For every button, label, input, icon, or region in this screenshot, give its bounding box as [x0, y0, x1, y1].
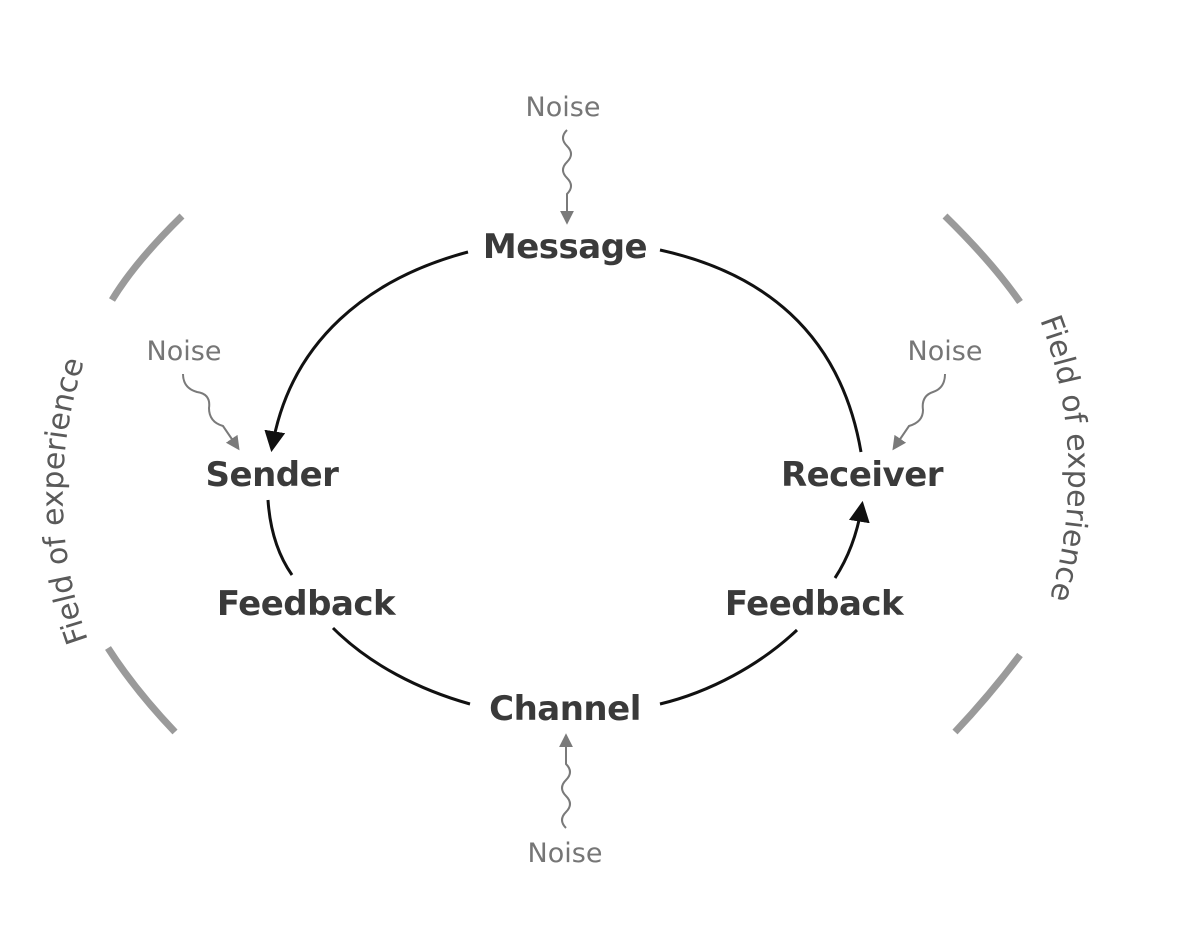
node-feedback-right: Feedback: [725, 584, 905, 624]
node-channel: Channel: [489, 689, 641, 729]
noise-arrow-bottom: [559, 733, 573, 829]
field-of-experience-left: Field of experience: [36, 213, 185, 735]
noise-label-left: Noise: [147, 336, 222, 367]
noise-top: Noise: [526, 92, 601, 225]
field-of-experience-right: Field of experience: [942, 213, 1096, 735]
noise-arrow-top: [560, 129, 574, 225]
flow-receiver-to-message: [659, 248, 863, 453]
field-arc-right-top: [942, 213, 1023, 305]
node-feedback-left: Feedback: [217, 584, 397, 624]
noise-label-bottom: Noise: [528, 838, 603, 869]
field-arc-left-top: [109, 213, 185, 302]
field-arc-right-bottom: [952, 652, 1023, 735]
node-message: Message: [483, 227, 647, 267]
noise-left: Noise: [147, 336, 240, 451]
flow-feedback-to-receiver: [833, 500, 870, 579]
noise-bottom: Noise: [528, 733, 603, 869]
node-receiver: Receiver: [781, 455, 944, 495]
noise-right: Noise: [892, 336, 983, 451]
node-sender: Sender: [206, 455, 340, 495]
noise-arrow-right: [892, 373, 946, 451]
flow-feedback-to-channel: [331, 626, 471, 706]
flow-sender-to-feedback: [266, 499, 294, 576]
field-label-right: Field of experience: [1033, 311, 1096, 606]
field-arc-left-bottom: [105, 646, 178, 735]
flow-channel-to-feedback: [659, 628, 799, 706]
field-label-left: Field of experience: [36, 353, 96, 648]
noise-label-right: Noise: [908, 336, 983, 367]
flow-message-to-sender: [264, 250, 469, 453]
noise-label-top: Noise: [526, 92, 601, 123]
noise-arrow-left: [182, 373, 240, 451]
